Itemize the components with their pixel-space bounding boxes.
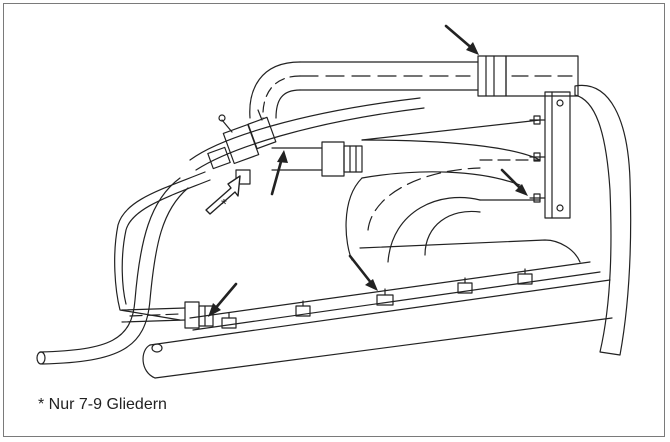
flange-plate <box>529 91 571 219</box>
chain-link <box>457 277 473 294</box>
arrow-solid-icon <box>444 24 479 55</box>
chain-link <box>221 312 237 329</box>
coupling-block <box>207 109 277 185</box>
arrow-solid-icon <box>270 150 288 196</box>
arrow-solid-icon <box>348 254 378 291</box>
thin-cable <box>114 171 206 321</box>
flange-bolt <box>529 152 546 162</box>
arrow-outline-icon <box>205 175 241 215</box>
flange-bolt <box>529 115 546 125</box>
curved-duct <box>345 119 541 263</box>
housing-outline <box>574 84 632 356</box>
pipe-bend <box>249 61 301 119</box>
asterisk-marker: * <box>221 196 227 213</box>
chain-rail <box>142 239 613 379</box>
chain-link <box>295 300 311 317</box>
arrow-solid-icon <box>500 168 528 196</box>
lower-fitting <box>121 301 214 329</box>
figure-caption: * Nur 7-9 Gliedern <box>38 396 167 413</box>
upper-pipe <box>299 55 579 97</box>
figure-frame <box>3 3 665 437</box>
chain-link <box>376 288 394 306</box>
chain-links <box>221 268 533 329</box>
chain-link <box>517 268 533 285</box>
middle-pipe <box>271 141 363 177</box>
arrow-solid-icon <box>208 282 238 317</box>
flange-bolt <box>529 193 546 203</box>
